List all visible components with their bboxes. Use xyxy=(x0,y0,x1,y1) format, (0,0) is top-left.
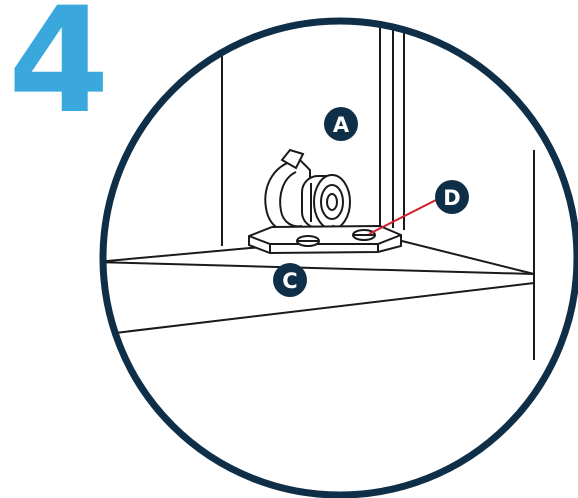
callout-d: D xyxy=(435,180,469,214)
step-number: 4 xyxy=(8,0,110,146)
cabinet-frame xyxy=(221,21,535,360)
magnetic-catch xyxy=(264,148,351,240)
callout-c: C xyxy=(273,263,307,297)
callout-a: A xyxy=(324,107,358,141)
callout-a-label: A xyxy=(333,113,350,137)
screw-left xyxy=(296,235,320,247)
leader-line-d xyxy=(368,199,437,235)
callout-c-label: C xyxy=(282,269,297,293)
shelf xyxy=(103,238,535,334)
screw-right xyxy=(352,229,376,241)
callout-d-label: D xyxy=(443,186,460,210)
magnifier-circle xyxy=(99,17,578,498)
detail-contents xyxy=(103,21,535,360)
